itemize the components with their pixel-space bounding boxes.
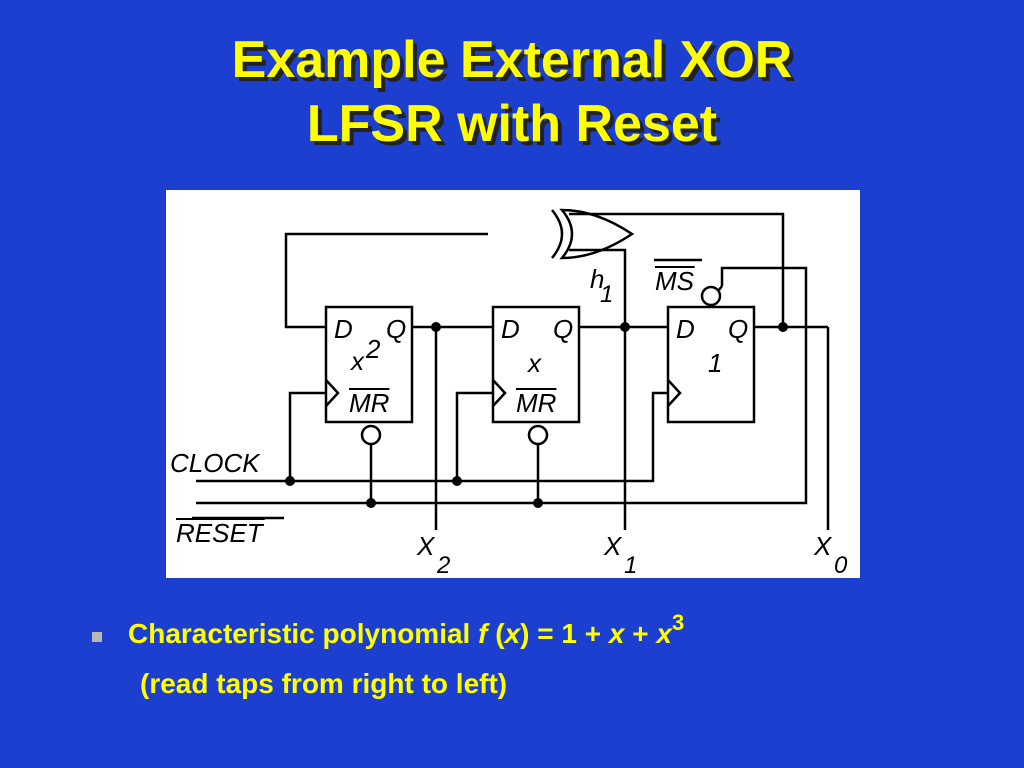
poly-plus: + [624, 618, 657, 649]
poly-open: ( [487, 618, 505, 649]
slide-title: Example External XOR LFSR with Reset [0, 28, 1024, 156]
flip-flop-x0 [666, 305, 756, 424]
output-x2-sub: 2 [436, 552, 450, 578]
ff2-name-sup: 2 [365, 334, 381, 364]
bullet-polynomial: Characteristic polynomial f (x) = 1 + x … [128, 611, 1024, 652]
ff2-mr-label: MR [349, 388, 389, 418]
output-x0-label: X [813, 531, 833, 561]
ff0-name-label: 1 [708, 348, 722, 378]
ms-label: MS [655, 266, 695, 296]
output-x1-sub: 1 [624, 552, 637, 578]
poly-exponent: 3 [671, 609, 685, 635]
poly-x: x [504, 618, 521, 649]
lfsr-circuit-diagram: D Q x 2 MR D Q x MR D Q 1 MS h 1 CLOCK R… [166, 190, 860, 578]
bullet-prefix: Characteristic polynomial [128, 618, 471, 649]
poly-x-cube: x [656, 618, 672, 649]
output-x0-sub: 0 [834, 552, 848, 578]
ff2-name-label: x [349, 346, 365, 376]
h-label: h [590, 264, 604, 294]
poly-eq: ) = 1 + [520, 618, 609, 649]
reset-label: RESET [176, 518, 265, 548]
ff2-q-label: Q [386, 314, 406, 344]
ff0-q-label: Q [728, 314, 748, 344]
poly-x-term: x [608, 618, 625, 649]
flip-flop-x1 [491, 305, 581, 424]
output-x2-label: X [416, 531, 436, 561]
poly-f: f [478, 618, 488, 649]
h-sub-label: 1 [600, 281, 613, 308]
clock-label: CLOCK [170, 448, 261, 478]
ff2-d-label: D [334, 314, 353, 344]
bullet-marker [92, 632, 102, 642]
title-line-2: LFSR with Reset [306, 95, 718, 153]
ff0-d-label: D [676, 314, 695, 344]
title-line-1: Example External XOR [231, 31, 793, 89]
ff1-q-label: Q [553, 314, 573, 344]
bullet-subline: (read taps from right to left) [140, 668, 508, 699]
ff1-mr-label: MR [516, 388, 556, 418]
output-x1-label: X [603, 531, 623, 561]
ff1-d-label: D [501, 314, 520, 344]
flip-flop-x2 [324, 305, 414, 424]
ff1-name-label: x [526, 348, 542, 378]
